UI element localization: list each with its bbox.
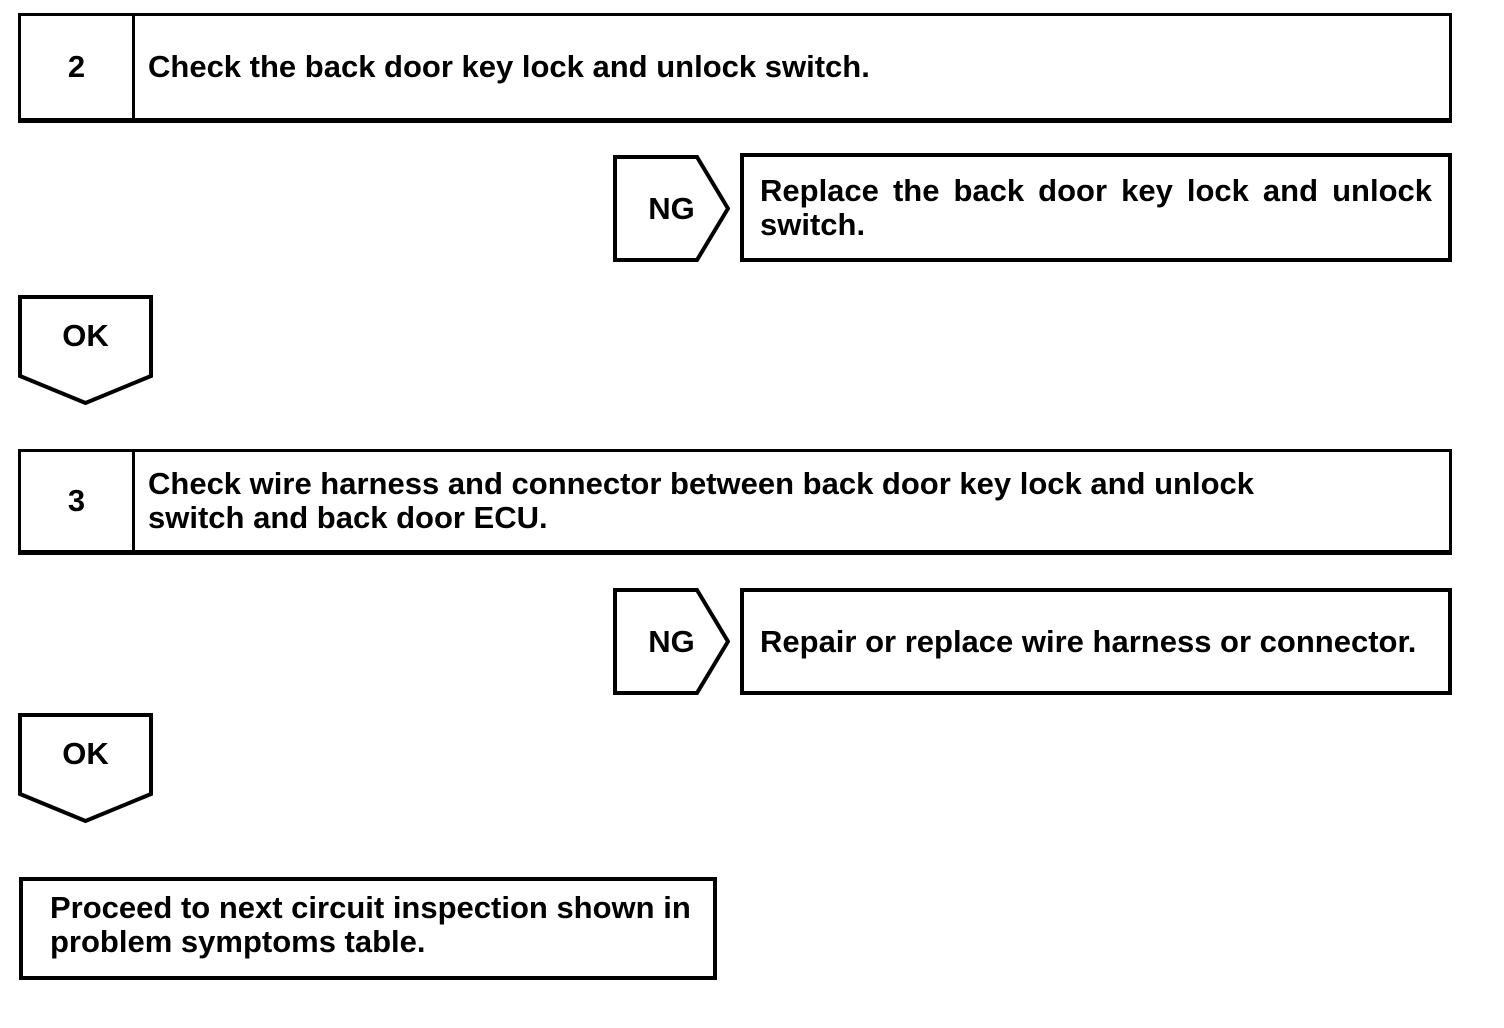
step-2-instruction-cell: Check the back door key lock and unlock … <box>135 16 1449 118</box>
step-3-box: 3 Check wire harness and connector betwe… <box>18 449 1452 555</box>
step-2-ok-arrow: OK <box>18 295 153 405</box>
step-3-number: 3 <box>21 452 135 550</box>
step-3-ng-arrow: NG <box>613 588 730 695</box>
step-2-number: 2 <box>21 16 135 118</box>
terminal-box: Proceed to next circuit inspection shown… <box>19 877 717 980</box>
step-2-instruction: Check the back door key lock and unlock … <box>148 49 870 84</box>
step-3-ng-label: NG <box>648 624 695 659</box>
step-3-instruction: Check wire harness and connector between… <box>148 466 1255 535</box>
ok-pentagon-shape <box>18 295 153 405</box>
step-2-box: 2 Check the back door key lock and unloc… <box>18 13 1452 123</box>
step-3-ok-arrow: OK <box>18 713 153 823</box>
step-2-ng-arrow: NG <box>613 155 730 262</box>
ng-pentagon-shape <box>613 588 730 695</box>
ok-pentagon-shape <box>18 713 153 823</box>
step-3-ng-action: Repair or replace wire harness or connec… <box>760 623 1417 659</box>
step-2-ok-label: OK <box>62 318 109 353</box>
step-2-ng-action-box: Replace the back door key lock and unloc… <box>740 153 1452 262</box>
step-2-ng-action: Replace the back door key lock and unloc… <box>760 172 1432 242</box>
step-3-instruction-cell: Check wire harness and connector between… <box>135 452 1449 550</box>
ng-pentagon-shape <box>613 155 730 262</box>
step-3-ng-action-box: Repair or replace wire harness or connec… <box>740 588 1452 695</box>
terminal-text: Proceed to next circuit inspection shown… <box>50 890 691 959</box>
step-3-ok-label: OK <box>62 736 109 771</box>
step-2-ng-label: NG <box>648 191 695 226</box>
